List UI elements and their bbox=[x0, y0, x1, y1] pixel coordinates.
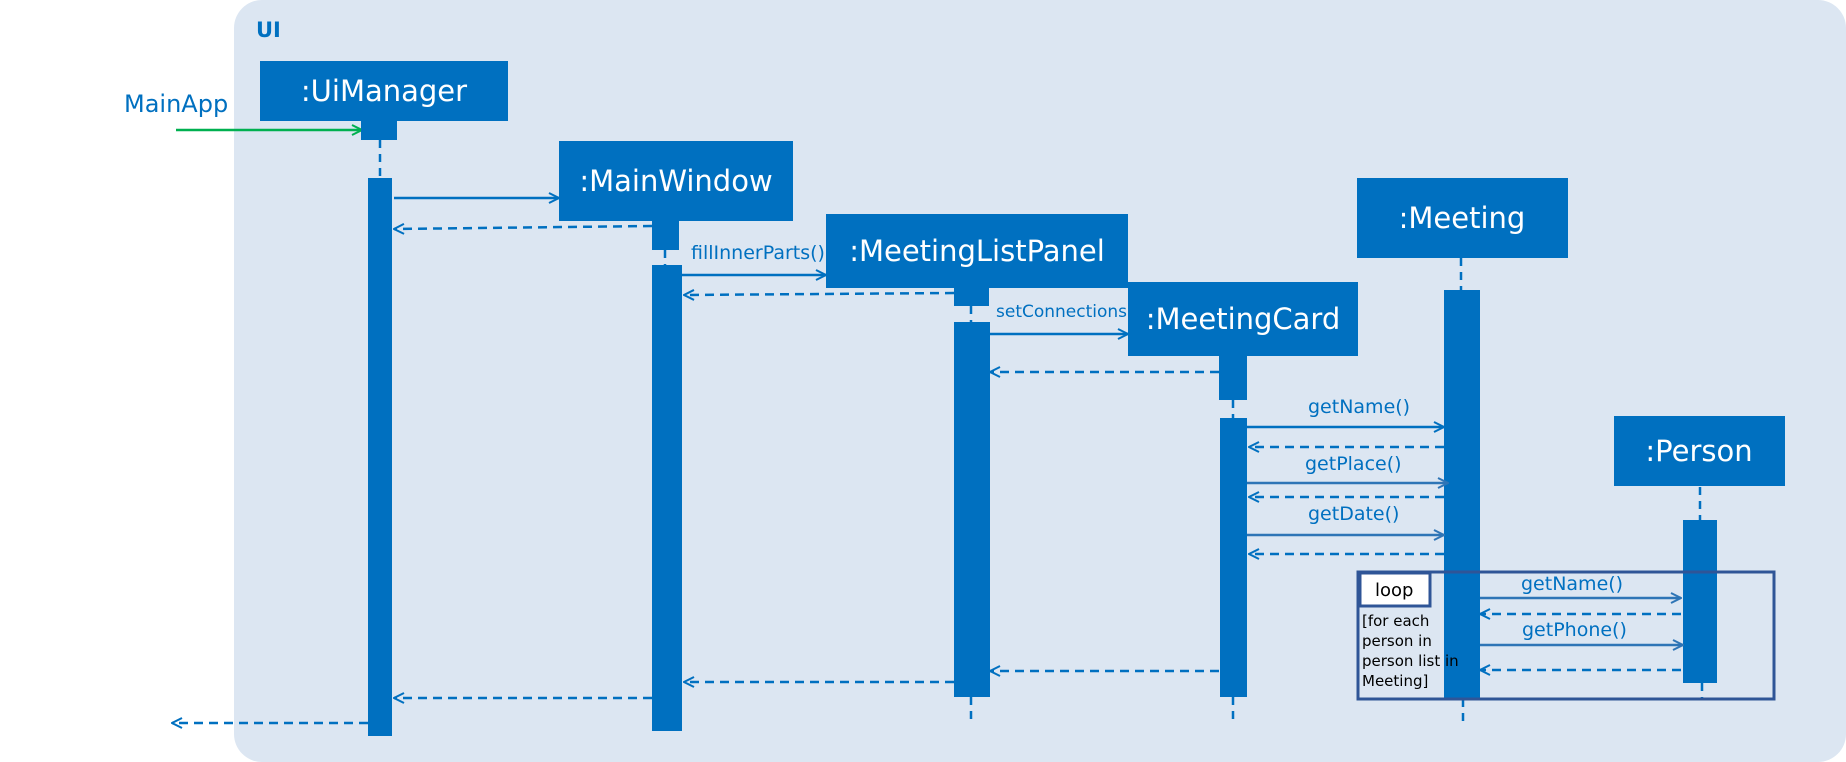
activation-bars bbox=[361, 120, 1717, 736]
return-mainwindow-to-uimanager bbox=[394, 226, 653, 229]
participant-meeting-box bbox=[1357, 178, 1568, 258]
loop-guard-line-4: Meeting] bbox=[1362, 672, 1428, 690]
lifelines bbox=[378, 140, 1704, 724]
activation-mainwindow bbox=[652, 265, 682, 731]
activation-uimanager bbox=[368, 178, 392, 736]
loop-guard-line-3: person list in bbox=[1362, 652, 1459, 670]
activation-uimanager-create bbox=[361, 120, 397, 140]
ui-frame-title: UI bbox=[256, 18, 281, 42]
label-getname: getName() bbox=[1308, 396, 1410, 418]
label-getplace: getPlace() bbox=[1305, 453, 1402, 475]
participant-mainwindow-box bbox=[559, 141, 793, 221]
activation-meeting bbox=[1444, 290, 1480, 699]
participant-meetinglistpanel-box bbox=[826, 214, 1128, 288]
loop-keyword: loop bbox=[1375, 580, 1413, 601]
loop-fragment bbox=[1356, 570, 1776, 701]
activation-meetinglistpanel bbox=[954, 322, 990, 697]
activation-person bbox=[1683, 520, 1717, 683]
return-meetinglistpanel-to-mainwindow bbox=[684, 293, 955, 295]
loop-tag bbox=[1358, 571, 1432, 608]
activation-meetingcard-create bbox=[1219, 355, 1247, 400]
mainapp-label: MainApp bbox=[124, 90, 228, 118]
loop-guard-line-2: person in bbox=[1362, 632, 1432, 650]
label-fillinnerparts: fillInnerParts() bbox=[691, 242, 825, 264]
loop-guard-line-1: [for each bbox=[1362, 612, 1429, 630]
activation-meetinglistpanel-create bbox=[954, 285, 989, 306]
participant-meetingcard-box bbox=[1128, 282, 1358, 356]
label-person-getname: getName() bbox=[1521, 573, 1623, 595]
participant-uimanager-label: :UiManager bbox=[301, 74, 467, 108]
participant-meeting-label: :Meeting bbox=[1399, 201, 1526, 235]
label-getdate: getDate() bbox=[1308, 503, 1399, 525]
label-setconnections: setConnections() bbox=[996, 302, 1140, 322]
participant-mainwindow-label: :MainWindow bbox=[579, 164, 772, 198]
participant-meetinglistpanel-label: :MeetingListPanel bbox=[849, 234, 1105, 268]
participant-person-box bbox=[1614, 416, 1785, 486]
activation-meetingcard bbox=[1220, 418, 1247, 697]
activation-mainwindow-create bbox=[652, 220, 679, 250]
label-person-getphone: getPhone() bbox=[1522, 619, 1627, 641]
participant-person-label: :Person bbox=[1645, 434, 1752, 468]
participant-meetingcard-label: :MeetingCard bbox=[1146, 302, 1341, 336]
participant-uimanager-box bbox=[260, 61, 508, 121]
